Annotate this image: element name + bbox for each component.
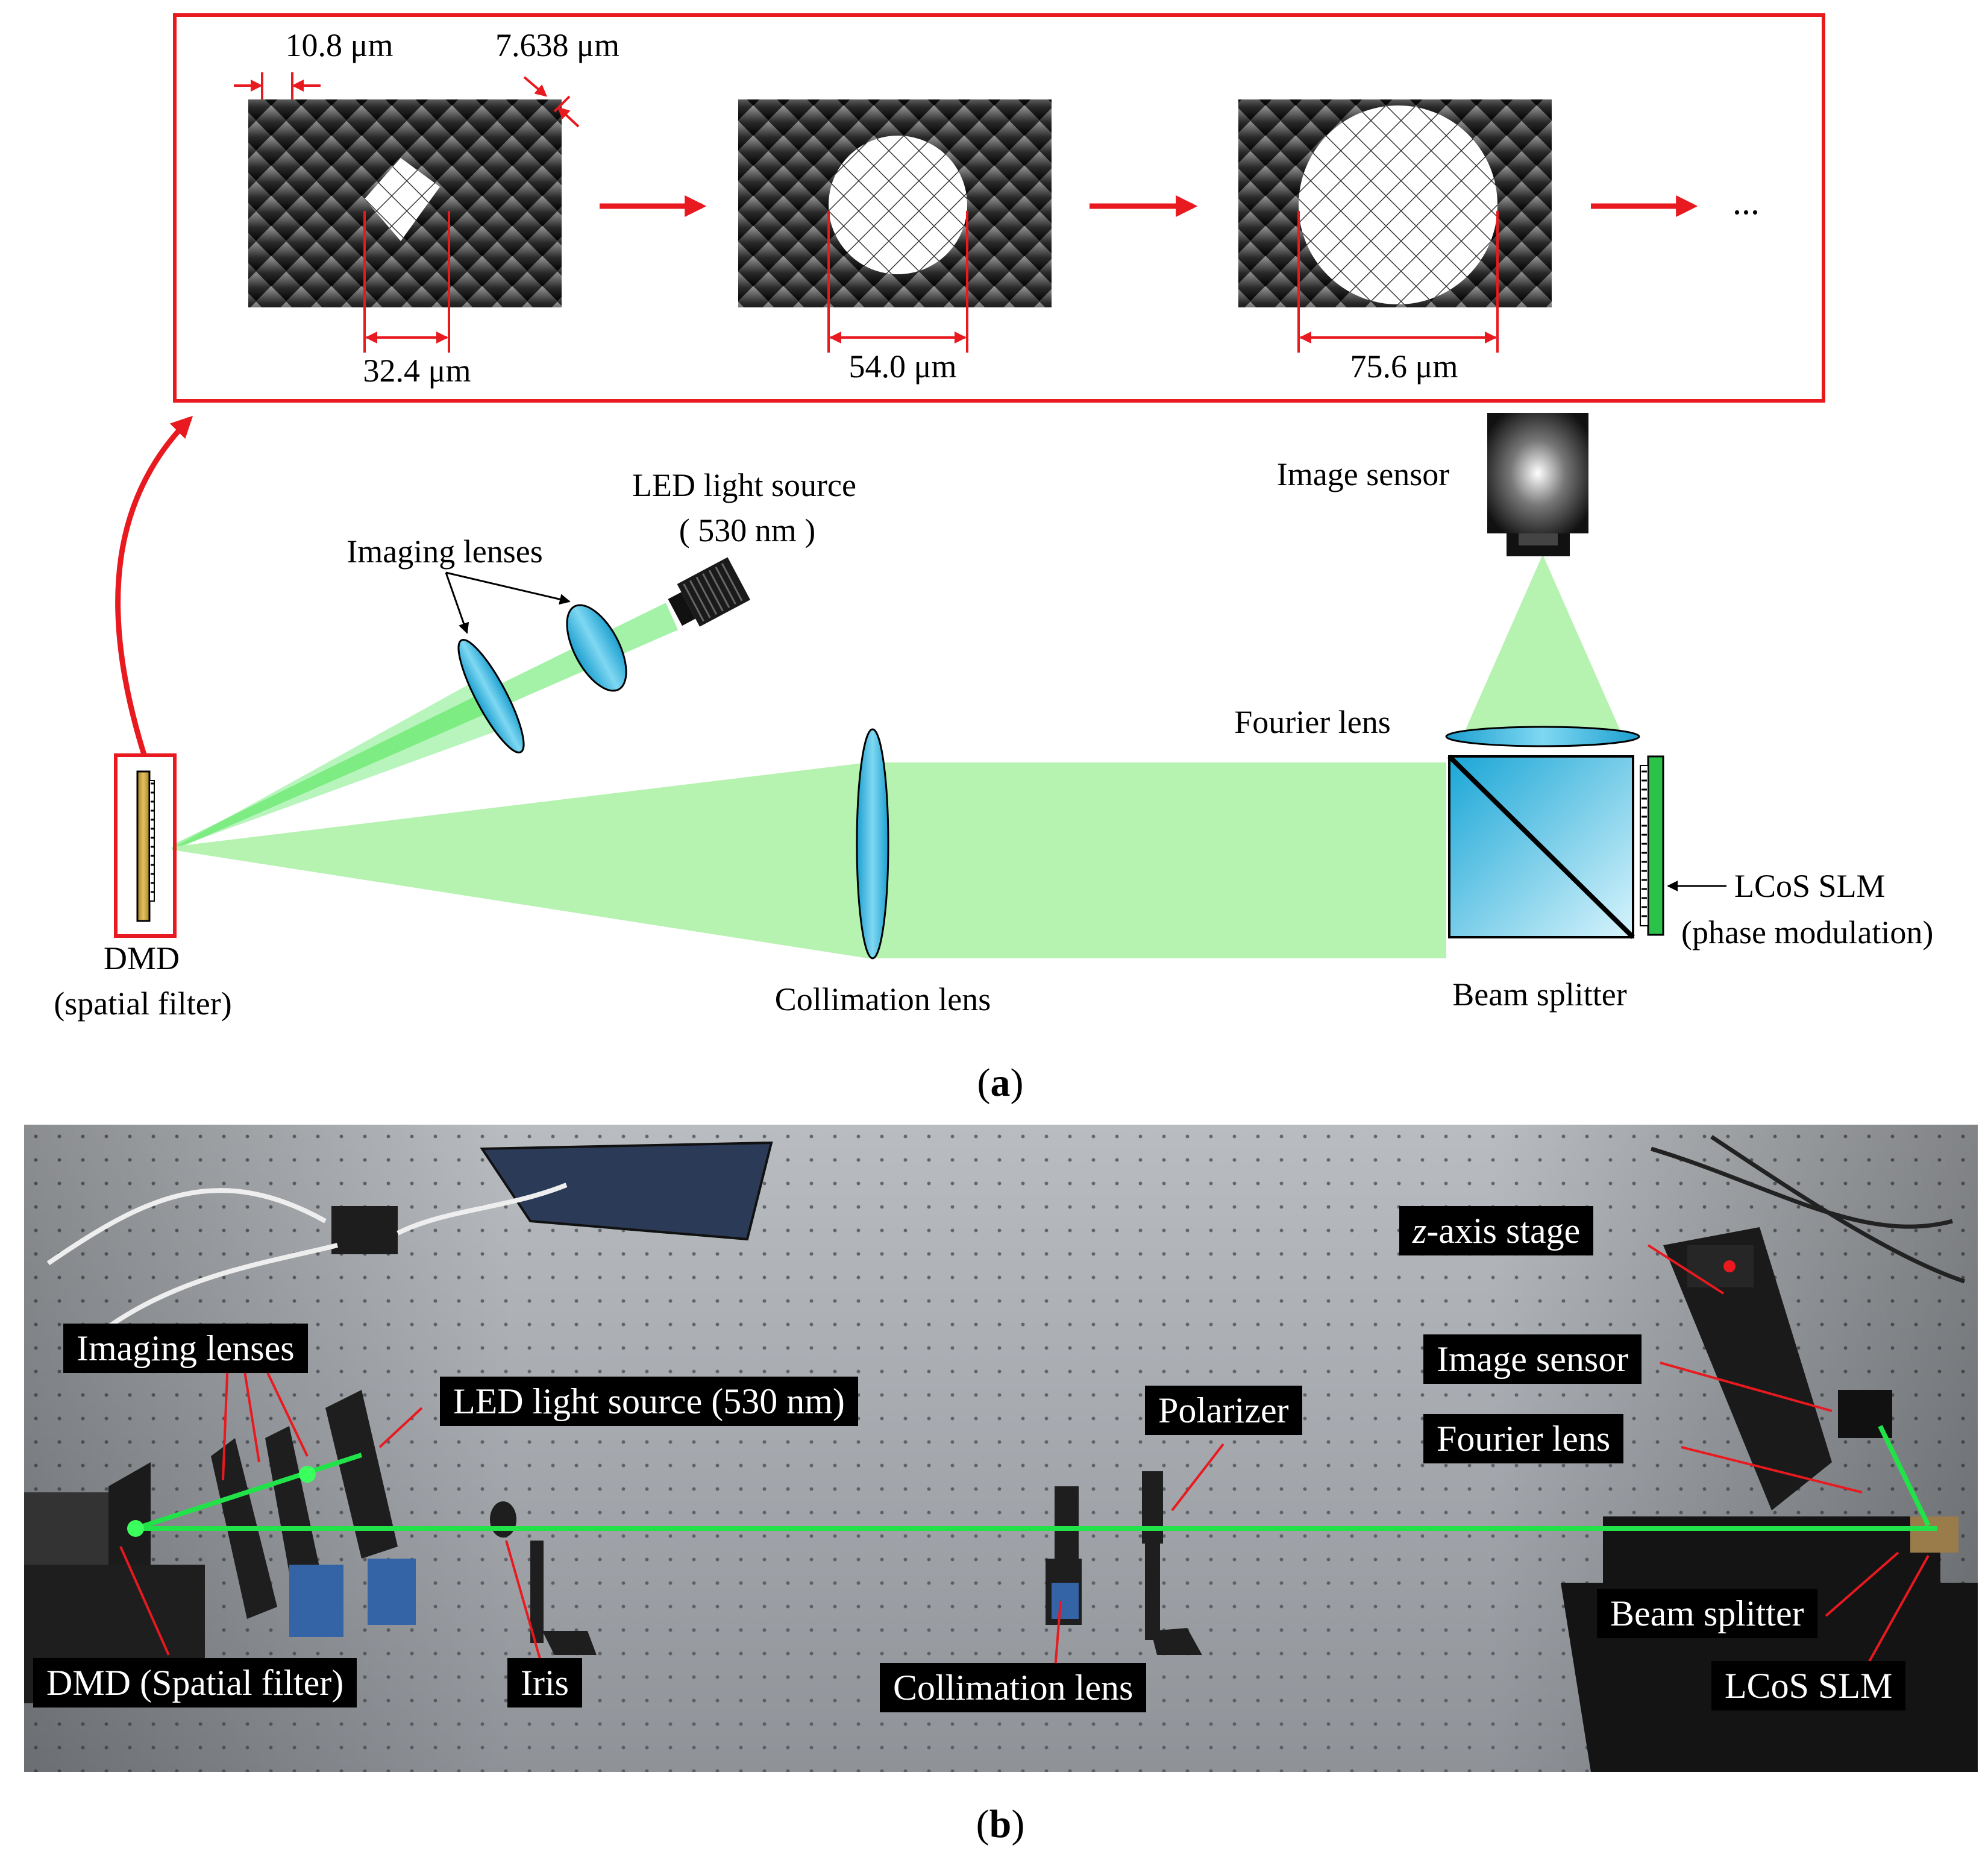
cables-sketch	[46, 1183, 568, 1338]
laser-led-path	[134, 1453, 363, 1531]
pitch-dimension-marker	[234, 72, 321, 99]
led-light-source-icon	[668, 557, 750, 627]
schematic-diagram	[114, 13, 1825, 960]
imaging-beam	[175, 603, 678, 850]
sequence-ellipsis: ...	[1732, 182, 1760, 222]
caption-b: (b)	[976, 1802, 1025, 1846]
diagonal-label: 7.638 μm	[495, 27, 619, 63]
image-sensor-label: Image sensor	[1276, 456, 1450, 492]
photo-label-imaging-lenses: Imaging lenses	[63, 1324, 308, 1373]
lcos-label-line2: (phase modulation)	[1681, 914, 1934, 950]
aperture-2-label: 54.0 μm	[848, 348, 957, 385]
fourier-lens-icon	[1445, 726, 1640, 747]
photo-label-image-sensor: Image sensor	[1423, 1334, 1642, 1384]
dmd-pattern-1	[248, 99, 562, 307]
aperture-dimension-3	[1297, 211, 1499, 353]
photo-label-iris: Iris	[507, 1658, 582, 1707]
dmd-pattern-3	[1238, 99, 1552, 307]
laptop-sketch	[480, 1141, 773, 1241]
collimation-lens-icon	[856, 728, 889, 960]
dmd-pattern-2	[738, 99, 1052, 307]
beam-splitter-icon	[1447, 755, 1635, 939]
aperture-1-label: 32.4 μm	[363, 353, 471, 389]
z-axis-stage-sketch	[1663, 1227, 1832, 1510]
experimental-setup-photo: z-axis stage Imaging lenses LED light so…	[24, 1125, 1978, 1772]
aperture-3-label: 75.6 μm	[1350, 348, 1458, 385]
collimation-lens-label: Collimation lens	[774, 981, 991, 1017]
led-label-line1: LED light source	[632, 467, 856, 503]
dmd-label-line2: (spatial filter)	[54, 985, 232, 1022]
beam-splitter-slm-sketch	[1561, 1516, 1978, 1772]
imaging-lenses-pointer-2	[445, 571, 571, 605]
z-axis-rest: -axis stage	[1426, 1211, 1581, 1251]
dmd-aperture-3	[1299, 105, 1497, 304]
aperture-dimension-2	[827, 211, 968, 353]
fourier-lens-label: Fourier lens	[1234, 704, 1391, 740]
imaging-lenses-label: Imaging lenses	[346, 533, 543, 570]
dmd-aperture-1	[365, 158, 440, 241]
divergent-beam	[172, 762, 868, 958]
image-sensor-icon	[1487, 413, 1588, 556]
lcos-slm-icon	[1640, 755, 1664, 936]
sensor-beam	[1464, 555, 1621, 732]
photo-label-fourier-lens: Fourier lens	[1423, 1414, 1624, 1463]
polarizer-mount-sketch	[1142, 1471, 1202, 1655]
imaging-beam-core	[175, 672, 518, 848]
imaging-lens-mounts-sketch	[211, 1390, 416, 1637]
photo-label-beam-splitter: Beam splitter	[1597, 1589, 1817, 1638]
controller-box-sketch	[331, 1206, 398, 1254]
photo-label-z-axis-stage: z-axis stage	[1399, 1206, 1594, 1255]
photo-label-polarizer: Polarizer	[1145, 1386, 1302, 1435]
led-label-line2: ( 530 nm )	[679, 512, 816, 548]
imaging-lens-1	[457, 639, 525, 753]
photo-label-led-light-source: LED light source (530 nm)	[440, 1377, 858, 1426]
dmd-label-line1: DMD	[103, 940, 180, 976]
pixel-pitch-label: 10.8 μm	[285, 27, 394, 63]
dmd-aperture-2	[829, 136, 967, 274]
z-axis-italic: z	[1413, 1211, 1427, 1251]
lcos-label-line1: LCoS SLM	[1734, 868, 1886, 904]
dmd-device-icon	[136, 770, 151, 922]
photo-label-dmd: DMD (Spatial filter)	[33, 1658, 357, 1707]
photo-label-lcos-slm: LCoS SLM	[1711, 1661, 1906, 1711]
beam-splitter-label: Beam splitter	[1452, 976, 1627, 1013]
caption-a: (a)	[977, 1061, 1024, 1105]
laser-sensor-path	[1878, 1425, 1931, 1527]
dmd-mirror-teeth	[149, 780, 155, 902]
caption-b-letter: b	[989, 1802, 1012, 1846]
diagonal-dimension-marker	[523, 76, 580, 128]
inset-pointer-arrow	[115, 415, 193, 758]
collimation-lens-mount-sketch	[1046, 1486, 1082, 1625]
caption-a-letter: a	[990, 1061, 1011, 1105]
imaging-lens-2	[566, 604, 627, 692]
iris-mount-sketch	[490, 1501, 597, 1655]
aperture-dimension-1	[363, 211, 450, 353]
imaging-lenses-pointer-1	[445, 572, 469, 634]
dmd-highlight-box	[114, 753, 177, 938]
photo-label-collimation-lens: Collimation lens	[880, 1663, 1147, 1712]
collimated-beam	[868, 762, 1446, 958]
